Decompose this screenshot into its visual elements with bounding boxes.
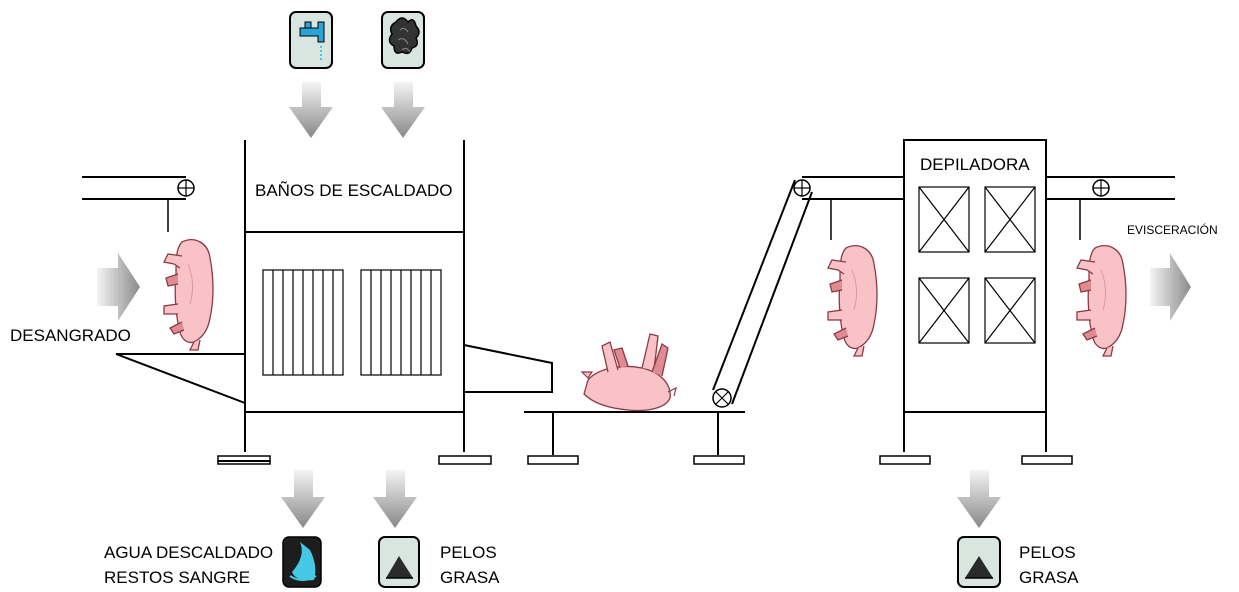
arrow-in-steam [381, 82, 425, 138]
pig-hanging-1 [163, 239, 214, 351]
arrow-out-right [1150, 253, 1191, 321]
arrow-out-hair-1 [373, 470, 417, 528]
pelos-label-1: PELOS [440, 543, 497, 562]
inclined-conveyor [712, 179, 813, 408]
arrow-in-left [97, 253, 140, 321]
depiladora-rollers [918, 186, 1036, 344]
pig-hanging-2 [827, 245, 878, 357]
conveyor-right [1046, 176, 1175, 240]
transfer-table [524, 411, 745, 465]
agua-label-2: RESTOS SANGRE [104, 568, 250, 587]
scalding-tank [115, 140, 553, 465]
banos-label: BAÑOS DE ESCALDADO [255, 181, 452, 200]
hair-grease-icon-2 [957, 536, 1001, 588]
rack-left [262, 269, 344, 376]
pig-lying [580, 333, 677, 412]
pig-hanging-3 [1076, 245, 1127, 357]
water-tap-icon [289, 11, 333, 69]
steam-icon [381, 11, 425, 69]
desangrado-label: DESANGRADO [10, 326, 131, 345]
arrow-out-hair-2 [957, 470, 1001, 528]
grasa-label-2: GRASA [1019, 568, 1079, 587]
arrow-in-water [289, 82, 333, 138]
grasa-label-1: GRASA [440, 568, 500, 587]
conveyor-left [82, 176, 195, 232]
evisceracion-label: EVISCERACIÓN [1127, 222, 1218, 237]
wastewater-icon [282, 536, 322, 588]
agua-label-1: AGUA DESCALDADO [104, 543, 273, 562]
depiladora-label: DEPILADORA [920, 155, 1030, 174]
arrow-out-water [281, 470, 325, 528]
hair-grease-icon-1 [378, 536, 420, 588]
rack-right [360, 269, 442, 376]
depiladora-machine [879, 139, 1073, 465]
conveyor-mid [802, 176, 904, 240]
pelos-label-2: PELOS [1019, 543, 1076, 562]
